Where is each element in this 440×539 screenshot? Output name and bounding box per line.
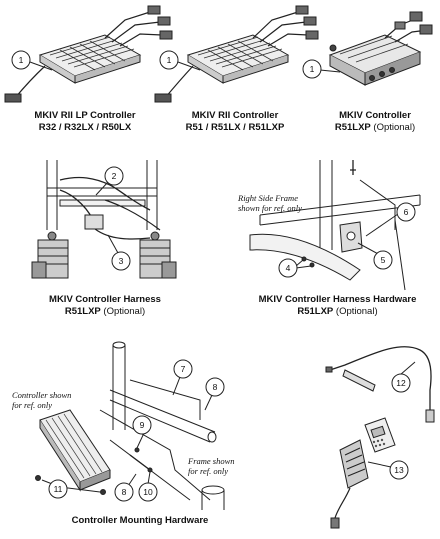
- controller-rii-drawing: [154, 5, 319, 103]
- caption-mounting-hardware: Controller Mounting Hardware: [55, 515, 225, 527]
- caption-mkiv: MKIV Controller R51LXP (Optional): [315, 110, 435, 134]
- note-frame-ref: Frame shown for ref. only: [188, 456, 235, 476]
- callout-8-lower-panel6: [114, 473, 137, 502]
- callout-7-panel6: [172, 359, 193, 396]
- callout-4-panel5: [278, 258, 312, 278]
- controller-harness-drawing: [31, 160, 177, 279]
- note-line: shown for ref. only: [238, 203, 302, 213]
- caption-title: MKIV Controller: [339, 110, 411, 121]
- programmer-drawing: [330, 417, 396, 529]
- callout-9-panel6: [132, 415, 152, 449]
- cable-drawing: [325, 346, 435, 423]
- callout-12-panel7: [391, 361, 416, 393]
- caption-rii-lp: MKIV RII LP Controller R32 / R32LX / R50…: [10, 110, 160, 134]
- note-line: Right Side Frame: [238, 193, 298, 203]
- caption-optional: (Optional): [103, 306, 146, 317]
- caption-optional: (Optional): [335, 306, 378, 317]
- caption-optional: (Optional): [373, 122, 416, 133]
- note-line: for ref. only: [188, 466, 229, 476]
- callout-1-panel3: [302, 59, 341, 79]
- controller-mkiv-drawing: [328, 11, 433, 86]
- caption-title: MKIV Controller Harness: [49, 294, 161, 305]
- callout-6-panel5: [365, 202, 416, 237]
- note-line: Frame shown: [188, 456, 235, 466]
- callout-13-panel8: [367, 460, 409, 480]
- note-controller-ref: Controller shown for ref. only: [12, 390, 71, 410]
- caption-title: MKIV Controller Harness Hardware: [258, 294, 417, 305]
- caption-subtitle: R32 / R32LX / R50LX: [38, 122, 132, 133]
- caption-subtitle: R51LXP: [297, 306, 334, 317]
- caption-title: Controller Mounting Hardware: [71, 515, 209, 526]
- note-line: for ref. only: [12, 400, 53, 410]
- note-line: Controller shown: [12, 390, 72, 400]
- callout-3-panel4: [107, 234, 131, 271]
- callout-1-panel2: [159, 50, 201, 71]
- caption-title: MKIV RII LP Controller: [34, 110, 136, 121]
- callout-1-panel1: [11, 50, 53, 71]
- callout-2-panel4: [95, 166, 124, 196]
- harness-hardware-drawing: [249, 160, 421, 291]
- caption-harness: MKIV Controller Harness R51LXP (Optional…: [25, 294, 185, 318]
- callout-8-upper-panel6: [204, 377, 225, 411]
- callout-11-panel6: [41, 479, 101, 499]
- caption-rii: MKIV RII Controller R51 / R51LX / R51LXP: [160, 110, 310, 134]
- caption-title: MKIV RII Controller: [191, 110, 279, 121]
- callout-5-panel5: [357, 242, 393, 270]
- caption-subtitle: R51LXP: [64, 306, 101, 317]
- note-right-side-frame: Right Side Frame shown for ref. only: [238, 193, 302, 213]
- caption-subtitle: R51LXP: [334, 122, 371, 133]
- callout-10-panel6: [138, 471, 158, 502]
- caption-harness-hardware: MKIV Controller Harness Hardware R51LXP …: [250, 294, 425, 318]
- caption-subtitle: R51 / R51LX / R51LXP: [185, 122, 285, 133]
- controller-rii-lp-drawing: [4, 5, 173, 103]
